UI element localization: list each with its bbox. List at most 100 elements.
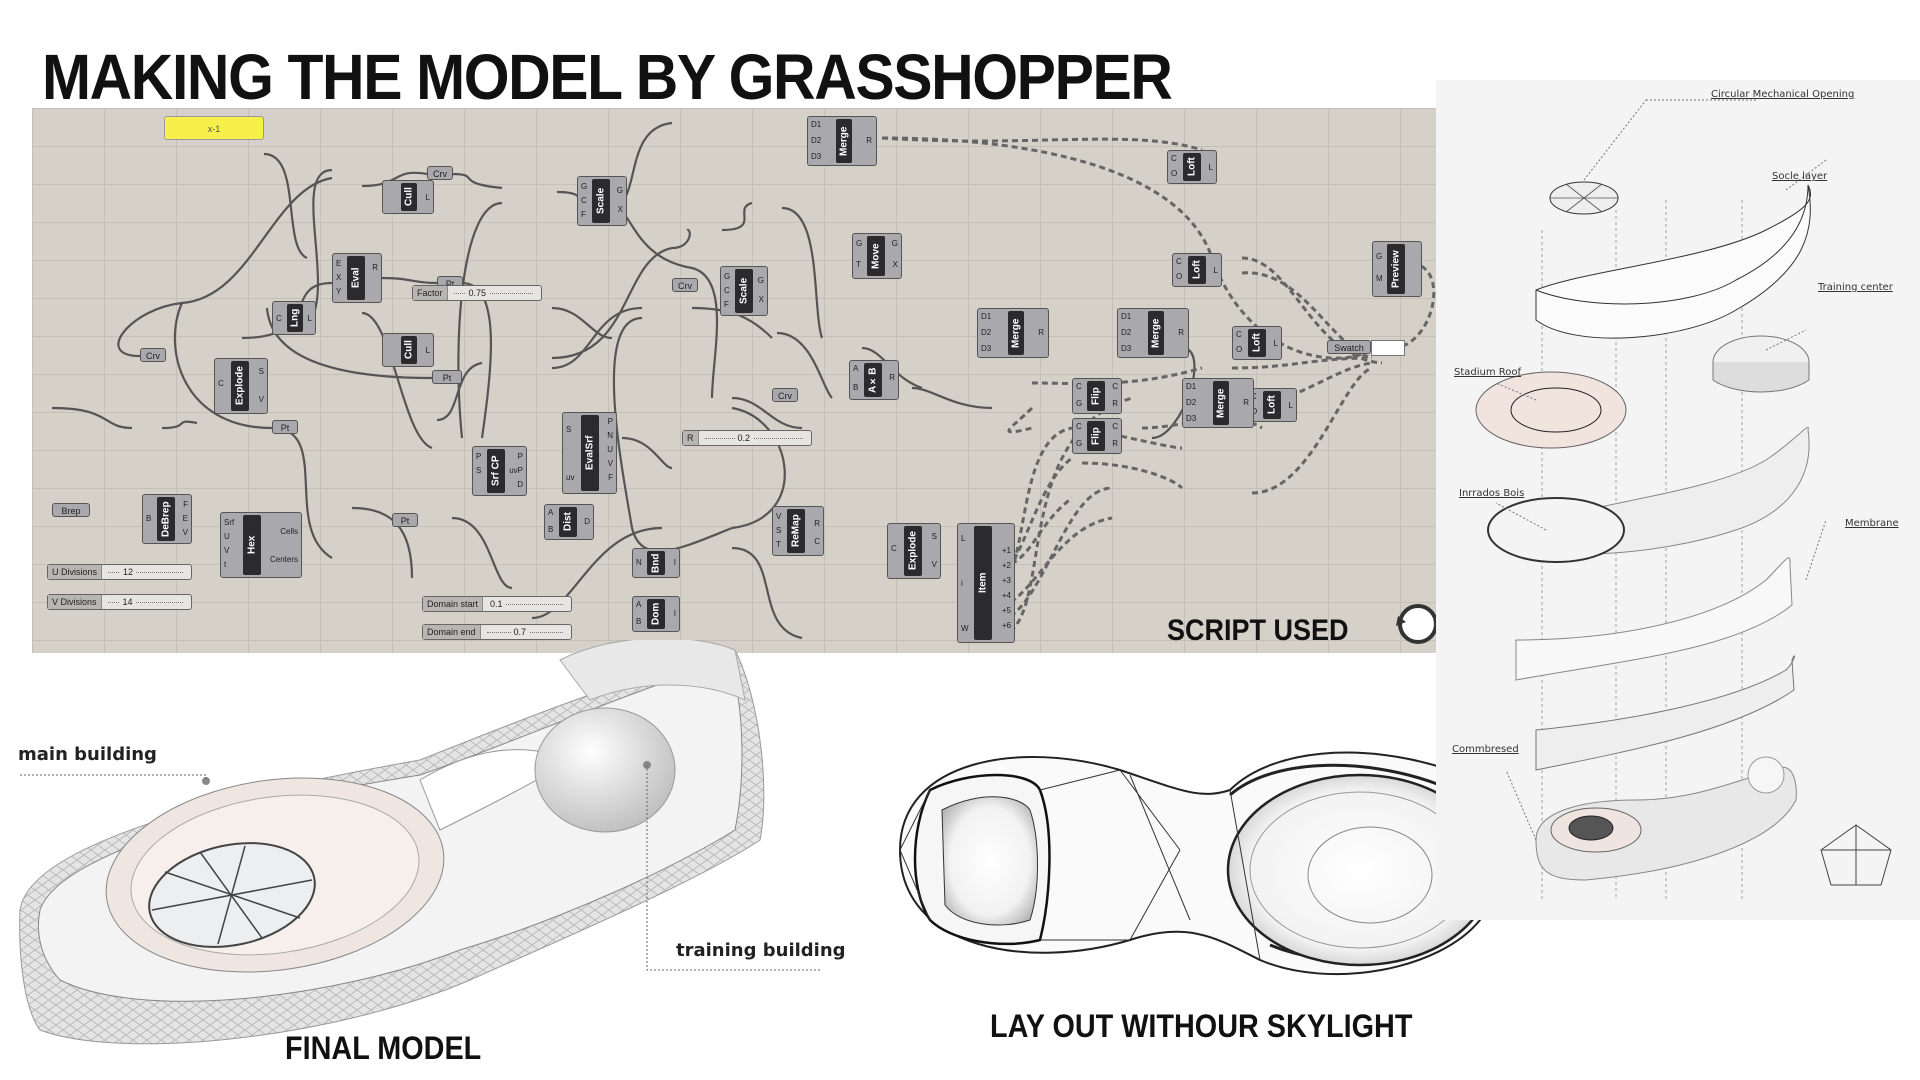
wire (361, 171, 428, 188)
node-label: Srf CP (487, 449, 505, 493)
dashed-wire (1241, 256, 1383, 365)
dashed-wire (881, 136, 1374, 360)
wire (621, 436, 673, 470)
node-label: Lng (287, 304, 303, 332)
param-crv[interactable]: Crv (772, 388, 798, 402)
final-model-caption: FINAL MODEL (285, 1030, 482, 1066)
wire (451, 516, 513, 590)
node-label: Preview (1387, 244, 1405, 294)
wire (263, 152, 308, 260)
wire (381, 276, 438, 285)
grasshopper-canvas[interactable]: x-1 Crv Crv Crv Crv Crv Pt Pt Pt Brep Pt… (32, 108, 1436, 653)
node-label: Hex (243, 515, 261, 575)
slider-label: V Divisions (48, 595, 102, 609)
node-label: Merge (836, 119, 852, 163)
node-label: A×B (864, 363, 882, 397)
node-label: Merge (1008, 311, 1024, 355)
wire (451, 172, 503, 190)
slider-domain-end[interactable]: Domain end 0.7 (422, 624, 572, 640)
param-crv[interactable]: Crv (140, 348, 166, 362)
layout-plan-render (898, 751, 1498, 976)
label-inrrados-bois: Inrrados Bois (1459, 488, 1525, 499)
slider-label: Domain end (423, 625, 481, 639)
param-swatch[interactable]: Swatch (1327, 340, 1371, 354)
label-stadium-roof: Stadium Roof (1454, 367, 1522, 378)
slider-r[interactable]: R 0.2 (682, 430, 812, 446)
node-label: Loft (1188, 256, 1206, 284)
exploded-axonometric (1475, 99, 1892, 900)
script-caption: SCRIPT USED (1167, 614, 1349, 647)
wire (361, 311, 433, 450)
panel-expression[interactable]: x-1 (164, 116, 264, 140)
label-training-center: Training center (1818, 282, 1893, 293)
wire (721, 201, 753, 232)
swatch-color[interactable] (1371, 340, 1405, 356)
node-label: Cull (401, 183, 417, 211)
node-label: Move (867, 236, 885, 276)
callout-dot (202, 777, 210, 785)
dashed-wire (991, 486, 1113, 625)
node-label: EvalSrf (581, 415, 599, 491)
wire (311, 168, 333, 319)
slider-value: 0.7 (510, 627, 530, 637)
param-crv[interactable]: Crv (672, 278, 698, 292)
param-pt[interactable]: Pt (272, 420, 298, 434)
slider-value: 0.2 (734, 433, 754, 443)
wire (173, 302, 273, 430)
wire (731, 546, 803, 640)
param-pt[interactable]: Pt (432, 370, 462, 384)
slider-label: Factor (413, 286, 448, 300)
output-label: +2 (1001, 561, 1011, 570)
slider-label: Domain start (423, 597, 484, 611)
node-label: Explode (904, 526, 922, 576)
canvas-navigation-widget[interactable] (1394, 600, 1436, 648)
param-brep[interactable]: Brep (52, 503, 90, 517)
node-label: Cull (401, 336, 417, 364)
wire (612, 316, 733, 553)
label-main-building: main building (18, 744, 157, 765)
wire (611, 204, 719, 399)
param-crv[interactable]: Crv (427, 166, 453, 180)
param-pt[interactable]: Pt (392, 513, 418, 527)
slider-label: R (683, 431, 699, 445)
label-socle-layer: Socle layer (1772, 171, 1828, 182)
dashed-wire (881, 136, 1203, 152)
node-label: ReMap (787, 509, 805, 553)
wire (776, 331, 833, 399)
node-label: Scale (592, 179, 610, 223)
